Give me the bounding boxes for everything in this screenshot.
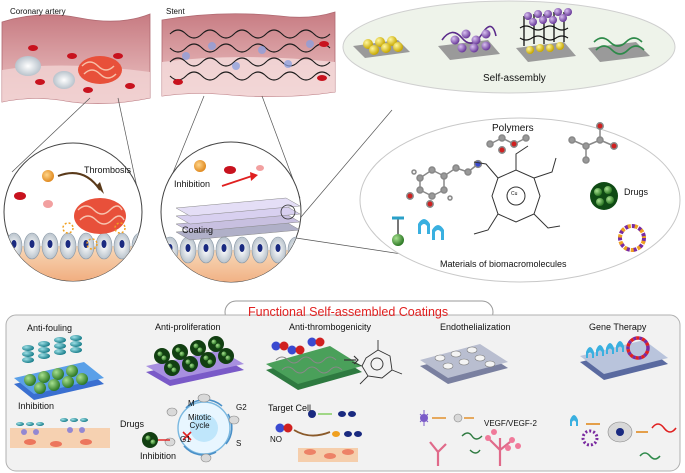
biomacromolecule-peg-icon	[392, 216, 404, 246]
label-stent: Stent	[166, 7, 185, 16]
platelet	[43, 200, 53, 208]
cyclen-cu-complex	[473, 145, 561, 235]
coating-layers	[175, 197, 301, 241]
red-blood-cell	[125, 83, 135, 89]
label-thrombosis: Thrombosis	[84, 165, 132, 175]
dna-ring	[626, 336, 650, 360]
label-drugs: Drugs	[624, 187, 649, 197]
red-blood-cell	[173, 79, 183, 85]
label-anti-thrombogenicity: Anti-thrombogenicity	[289, 322, 372, 332]
thrombus	[74, 198, 126, 234]
label-phase-g2: G2	[236, 403, 247, 412]
zoom-lines	[11, 95, 429, 259]
label-gene-therapy: Gene Therapy	[589, 322, 647, 332]
coronary-artery-panel	[1, 13, 151, 104]
anti-thrombogenicity-illustration	[266, 337, 403, 462]
red-blood-cell	[317, 75, 327, 81]
assembly-plate-2	[438, 25, 500, 60]
cyclen-structure	[351, 340, 403, 385]
endothelialization-illustration	[419, 344, 521, 466]
plaque	[78, 56, 122, 84]
mitotic-cycle-diagram	[177, 398, 233, 456]
cell	[15, 56, 41, 76]
polymer-molecule-1	[406, 159, 483, 208]
bottom-panel	[5, 314, 681, 472]
banner-title: Functional Self-assembled Coatings	[248, 305, 449, 319]
cross-icon	[182, 431, 192, 441]
vessel-sprouts	[429, 438, 511, 466]
red-blood-cell	[14, 192, 26, 200]
label-no: NO	[270, 435, 282, 444]
red-blood-cell	[28, 45, 38, 51]
inhibition-arrow	[221, 175, 253, 187]
label-coating: Coating	[182, 225, 214, 235]
gene-therapy-illustration	[570, 336, 677, 460]
leukocyte	[194, 160, 206, 172]
red-blood-cell	[224, 166, 236, 174]
label-anti-fouling: Anti-fouling	[27, 323, 73, 333]
label-mitotic-cycle: Mitotic Cycle	[188, 413, 212, 431]
assembly-plate-3	[516, 8, 576, 62]
label-drugs-anti-proliferation: Drugs	[120, 419, 145, 429]
label-phase-g1: G1	[180, 435, 191, 444]
label-biomacromolecules: Materials of biomacromolecules	[440, 259, 567, 269]
label-inhibition-anti-proliferation: Inhibition	[140, 451, 177, 461]
biomacromolecule-hairpin-icon	[418, 219, 444, 240]
self-assembly-ellipse	[342, 0, 676, 94]
label-anti-proliferation: Anti-proliferation	[155, 322, 221, 332]
biomacromolecule-ring-icon	[618, 224, 646, 252]
vegf-factors	[419, 410, 474, 426]
assembly-plate-4	[588, 37, 650, 62]
coating-zoom-circle	[160, 141, 302, 283]
anti-fouling-illustration	[10, 335, 110, 448]
drug-capsule-icon	[142, 432, 158, 448]
stent-panel	[161, 11, 336, 97]
stent-mesh	[169, 29, 331, 81]
label-cu: Cu	[511, 191, 518, 197]
label-inhibition: Inhibition	[174, 179, 211, 189]
red-blood-cell	[83, 87, 93, 93]
red-blood-cell	[319, 41, 329, 47]
no-donor-molecules	[271, 337, 325, 355]
drug-capsule-icon	[590, 182, 618, 210]
materials-ellipse	[359, 117, 681, 283]
red-blood-cell	[35, 79, 45, 85]
polymer-molecule-3	[568, 122, 618, 164]
transfection-steps	[570, 415, 677, 460]
leukocyte	[42, 170, 54, 182]
label-phase-s: S	[236, 439, 242, 448]
anti-proliferation-illustration	[142, 336, 244, 463]
no-release	[275, 423, 331, 437]
label-target-cell: Target Cell	[268, 403, 312, 413]
target-cells	[308, 410, 362, 437]
assembly-plate-1	[353, 36, 410, 58]
label-vegf: VEGF/VEGF-2	[484, 419, 537, 428]
stent-coating-spots	[182, 40, 314, 70]
platelet	[256, 165, 264, 171]
label-self-assembly: Self-assembly	[483, 73, 546, 84]
cell	[53, 71, 75, 89]
red-blood-cell	[67, 53, 77, 59]
label-endothelialization: Endothelialization	[440, 322, 511, 332]
label-polymers: Polymers	[492, 123, 534, 134]
polymer-molecule-2	[486, 134, 530, 154]
red-blood-cell	[113, 53, 123, 59]
label-inhibition-anti-fouling: Inhibition	[18, 401, 55, 411]
label-coronary-artery: Coronary artery	[10, 7, 66, 16]
label-phase-m: M	[188, 399, 195, 408]
